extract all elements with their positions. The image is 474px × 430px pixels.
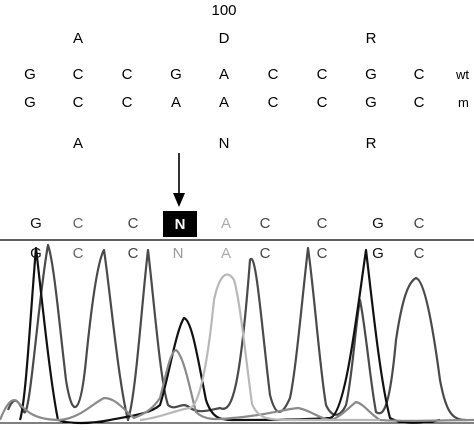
mut-base: C xyxy=(414,94,425,111)
mut-base: C xyxy=(268,94,279,111)
called-base-lower: C xyxy=(73,245,84,262)
mut-base: A xyxy=(219,94,229,111)
mutation-call: N xyxy=(175,216,186,233)
mut-base: C xyxy=(73,94,84,111)
wt-amino-acid-2: D xyxy=(219,30,230,47)
wt-row-label: wt xyxy=(455,67,469,82)
trace-t xyxy=(0,348,474,422)
mutation-arrow-icon xyxy=(173,153,185,207)
wt-base: C xyxy=(317,66,328,83)
called-base-lower: C xyxy=(414,245,425,262)
called-base-lower: G xyxy=(372,245,384,262)
mut-row-label: m xyxy=(458,95,469,110)
called-base: G xyxy=(372,215,384,232)
trace-c xyxy=(6,243,467,422)
wt-amino-acid-3: R xyxy=(366,30,377,47)
wt-base: A xyxy=(219,66,229,83)
mutation-highlight-box xyxy=(163,211,197,237)
wt-base: G xyxy=(365,66,377,83)
called-base-lower: C xyxy=(260,245,271,262)
mut-amino-acid-3: R xyxy=(366,135,377,152)
trace-g xyxy=(18,246,441,425)
mut-base: G xyxy=(24,94,36,111)
wt-base: C xyxy=(122,66,133,83)
mut-base: A xyxy=(171,94,181,111)
called-base: C xyxy=(414,215,425,232)
called-base-lower: N xyxy=(173,245,184,262)
mut-amino-acid-2: N xyxy=(219,135,230,152)
wt-sequence-row: G C C G A C C G C wt xyxy=(24,66,469,83)
mut-amino-acid-1: A xyxy=(73,135,83,152)
mut-base: C xyxy=(317,94,328,111)
wt-base: C xyxy=(268,66,279,83)
called-bases-row: G C C N A C C G C xyxy=(30,211,425,237)
called-base: C xyxy=(128,215,139,232)
mut-sequence-row: G C C A A C C G C m xyxy=(24,94,469,111)
position-label: 100 xyxy=(211,2,236,19)
wt-base: G xyxy=(170,66,182,83)
called-base-lower: C xyxy=(128,245,139,262)
mut-base: G xyxy=(365,94,377,111)
wt-base: G xyxy=(24,66,36,83)
called-base: A xyxy=(221,215,231,232)
wt-base: C xyxy=(414,66,425,83)
chromatogram-traces xyxy=(0,243,474,425)
called-base-lower: C xyxy=(317,245,328,262)
wt-amino-acid-1: A xyxy=(73,30,83,47)
mut-base: C xyxy=(122,94,133,111)
called-base: C xyxy=(73,215,84,232)
called-base: C xyxy=(317,215,328,232)
wt-base: C xyxy=(73,66,84,83)
called-base-lower: A xyxy=(221,245,231,262)
called-base: C xyxy=(260,215,271,232)
called-base: G xyxy=(30,215,42,232)
trace-a xyxy=(139,273,380,422)
